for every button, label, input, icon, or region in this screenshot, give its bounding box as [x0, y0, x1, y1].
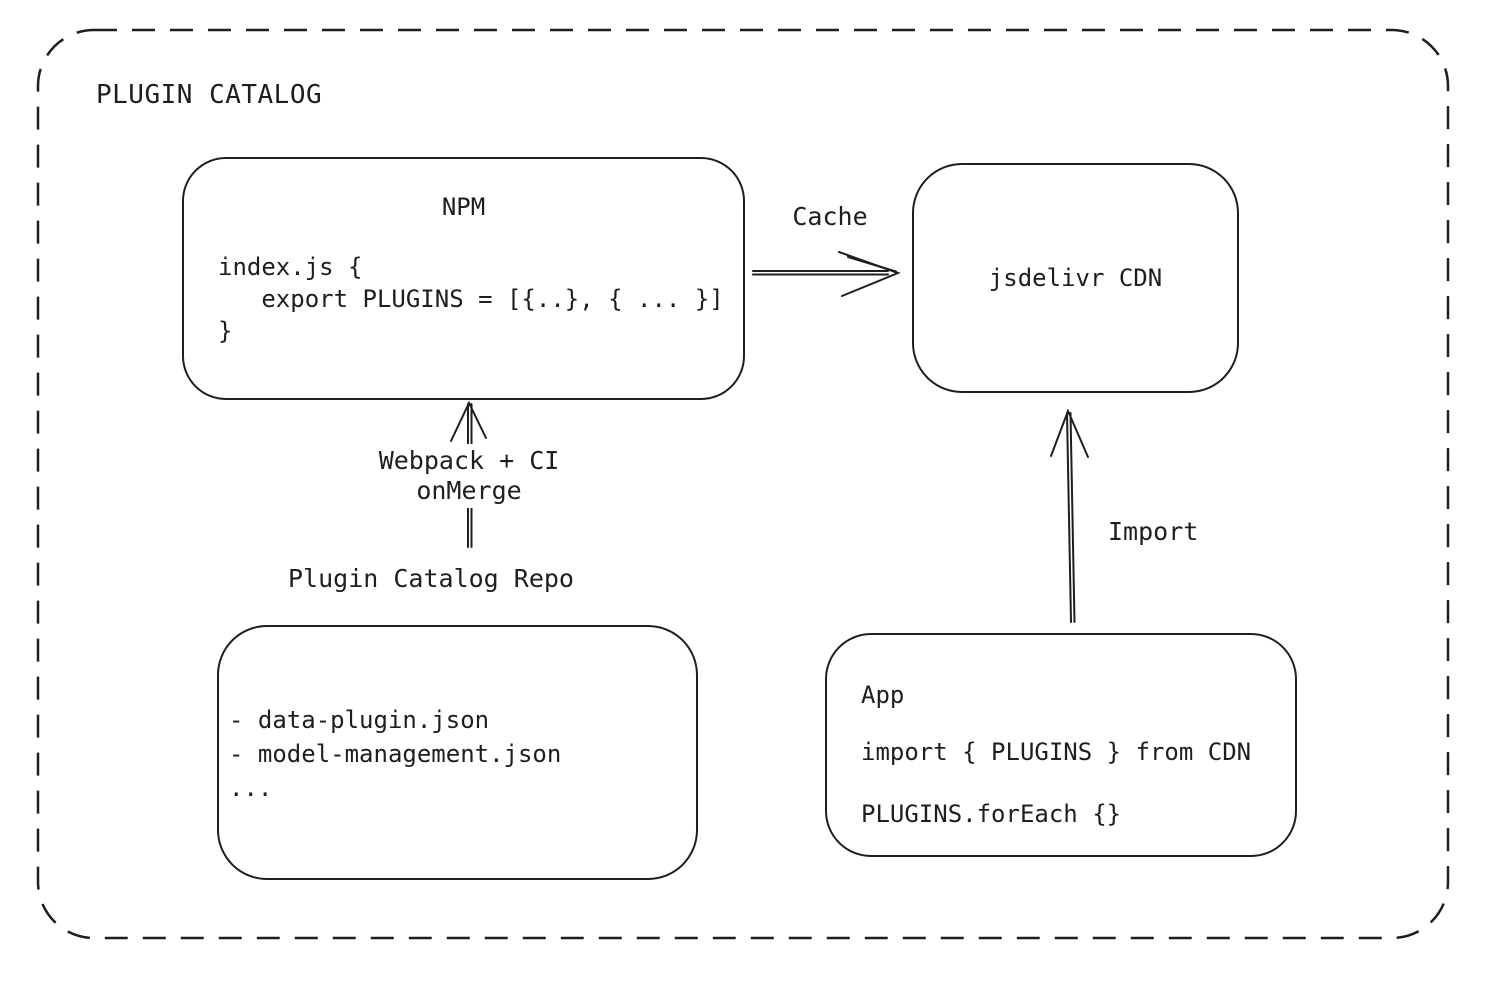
app-node-title: App — [861, 681, 905, 709]
npm-node-title: NPM — [441, 193, 486, 221]
cdn-node-label: jsdelivr CDN — [988, 264, 1163, 292]
cache-arrow — [752, 251, 901, 297]
diagram-title: PLUGIN CATALOG — [96, 80, 323, 110]
app-node: App import { PLUGINS } from CDN PLUGINS.… — [825, 633, 1297, 857]
npm-node: NPM index.js { export PLUGINS = [{..}, {… — [182, 157, 745, 400]
app-node-foreach-line: PLUGINS.forEach {} — [861, 800, 1122, 828]
repo-heading: Plugin Catalog Repo — [288, 564, 574, 593]
repo-node-files: - data-plugin.json - model-management.js… — [229, 706, 562, 802]
import-arrow-label: Import — [1108, 517, 1199, 546]
cache-arrow-label: Cache — [792, 202, 868, 231]
cdn-node: jsdelivr CDN — [912, 163, 1239, 393]
import-arrow — [1050, 408, 1089, 623]
app-node-import-line: import { PLUGINS } from CDN — [861, 738, 1252, 766]
catalog-boundary — [36, 28, 1450, 940]
build-arrow-label: Webpack + CI onMerge — [370, 444, 568, 508]
npm-node-code: index.js { export PLUGINS = [{..}, { ...… — [218, 253, 724, 345]
repo-node: - data-plugin.json - model-management.js… — [217, 625, 698, 880]
